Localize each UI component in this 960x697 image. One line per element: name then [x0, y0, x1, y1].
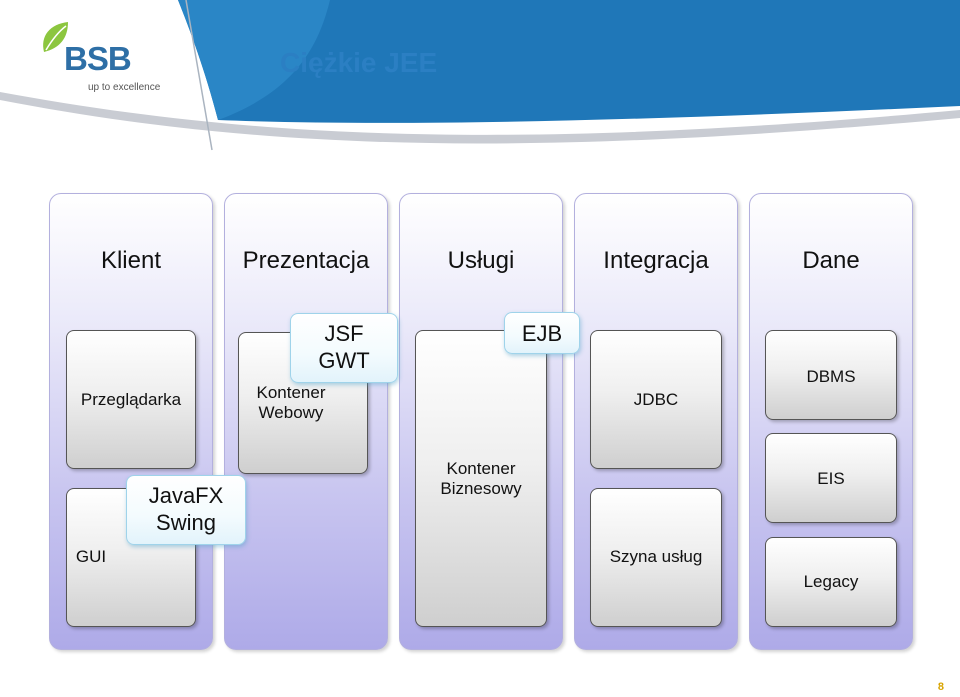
- box-eis: EIS: [765, 433, 897, 523]
- box-kontener-biznesowy: Kontener Biznesowy: [415, 330, 547, 627]
- leaf-icon: [43, 22, 68, 52]
- column-heading: Usługi: [447, 247, 515, 274]
- box-label: JDBC: [633, 390, 679, 409]
- box-label-line2: Biznesowy: [440, 479, 522, 498]
- column-heading: Integracja: [603, 247, 709, 274]
- tag-ejb: EJB: [504, 312, 580, 354]
- box-szyna-uslug: Szyna usług: [590, 488, 722, 627]
- tag-line1: JavaFX: [148, 483, 224, 508]
- box-label: Przeglądarka: [80, 390, 182, 409]
- box-przegladarka: Przeglądarka: [66, 330, 196, 469]
- header-divider: [185, 0, 213, 151]
- tag-label: EJB: [521, 321, 563, 346]
- box-legacy: Legacy: [765, 537, 897, 627]
- box-jdbc: JDBC: [590, 330, 722, 469]
- box-label-line2: Webowy: [258, 403, 324, 422]
- box-label-line1: Kontener: [446, 459, 516, 478]
- header-band-blue: [178, 0, 960, 123]
- tag-line2: GWT: [318, 348, 370, 373]
- page-number: 8: [937, 681, 944, 693]
- tag-line1: JSF: [324, 321, 364, 346]
- slide-title: Ciężkie JEE: [280, 47, 438, 78]
- box-label: DBMS: [806, 367, 856, 386]
- header-background: [0, 0, 960, 151]
- logo-text: BSB: [64, 40, 132, 77]
- column-heading: Prezentacja: [242, 247, 370, 274]
- tag-jsf-gwt: JSF GWT: [290, 313, 398, 383]
- box-label: Szyna usług: [609, 547, 703, 566]
- column-heading: Klient: [100, 247, 162, 274]
- box-label-line1: Kontener: [256, 383, 326, 402]
- box-label: GUI: [75, 547, 107, 566]
- column-heading: Dane: [802, 247, 860, 274]
- logo-tagline: up to excellence: [88, 82, 161, 93]
- header-band-highlight: [178, 0, 330, 120]
- tag-line2: Swing: [156, 510, 216, 535]
- box-label: EIS: [817, 469, 845, 488]
- header-swoosh-grey: [0, 92, 960, 144]
- box-label: Legacy: [803, 572, 859, 591]
- box-dbms: DBMS: [765, 330, 897, 420]
- tag-javafx-swing: JavaFX Swing: [126, 475, 246, 545]
